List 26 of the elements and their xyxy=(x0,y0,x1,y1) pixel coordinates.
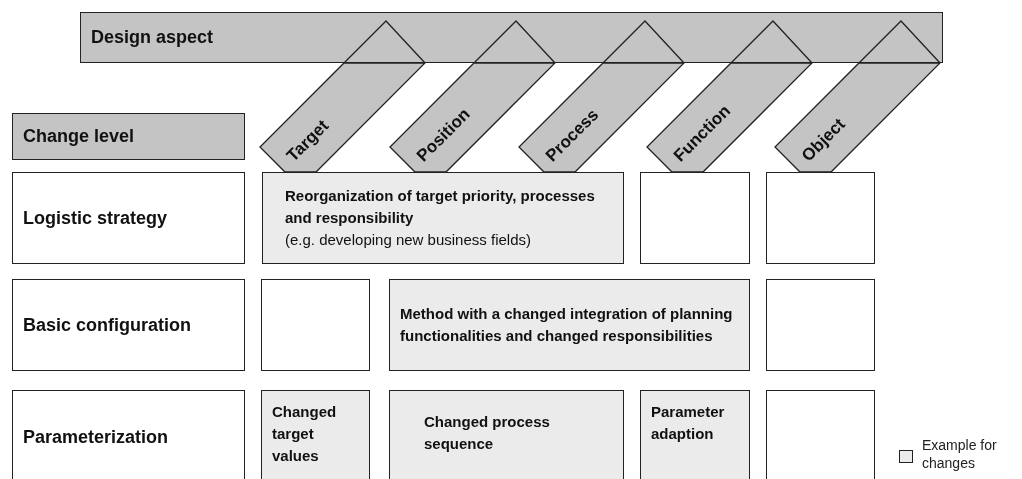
change-cell xyxy=(262,172,624,264)
row-label-box xyxy=(12,172,245,264)
row-label: Logistic strategy xyxy=(23,207,169,229)
cell-text: Reorganization of target priority, processes and responsibility xyxy=(285,186,596,229)
empty-cell xyxy=(640,172,750,264)
heading-text: Design aspect xyxy=(91,27,215,48)
heading-text: Change level xyxy=(23,126,136,147)
row-label: Basic configuration xyxy=(23,314,193,336)
cell-text: Changed target values xyxy=(272,402,338,466)
cell-note: (e.g. developing new business fields) xyxy=(285,229,532,250)
change-cell xyxy=(389,390,624,479)
empty-cell xyxy=(766,390,875,479)
legend-label: Example for changes xyxy=(922,436,998,473)
row-label-box xyxy=(12,390,245,479)
cell-text: Parameter adaption xyxy=(651,402,726,444)
row-label-box xyxy=(12,279,245,371)
change-cell xyxy=(640,390,750,479)
empty-cell xyxy=(261,279,370,371)
row-label: Parameterization xyxy=(23,427,170,448)
empty-cell xyxy=(766,172,875,264)
change-cell xyxy=(261,390,370,479)
change-cell xyxy=(389,279,750,371)
cell-text: Changed process sequence xyxy=(424,412,551,454)
empty-cell xyxy=(766,279,875,371)
cell-text: Method with a changed integration of planning functionalities and changed responsibilities xyxy=(400,304,734,346)
header-box xyxy=(12,113,245,160)
